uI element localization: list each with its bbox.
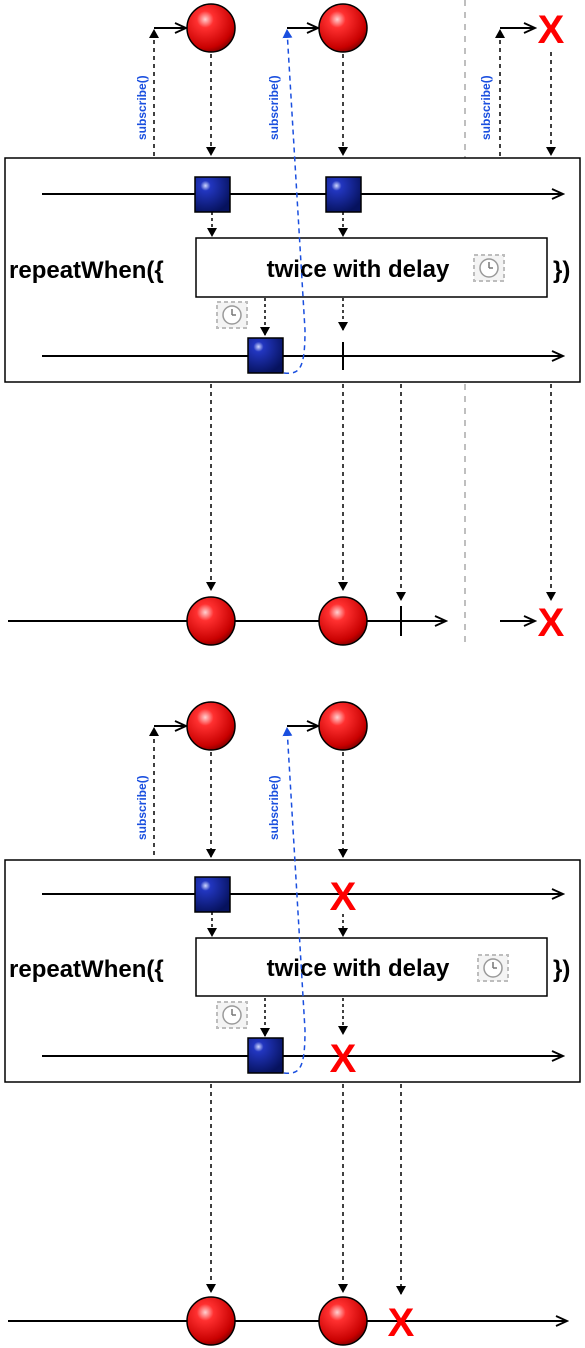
source-item-1 [186, 3, 236, 53]
operator-prefix: repeatWhen({ [9, 956, 164, 983]
clock-icon [473, 254, 505, 282]
operator-suffix: }) [553, 956, 570, 983]
completion-square-1 [194, 876, 231, 913]
clock-icon [216, 301, 248, 329]
subscribe-label-2: subscribe() [267, 775, 281, 840]
error-x-icon: X [538, 8, 565, 52]
operator-prefix: repeatWhen({ [9, 257, 164, 284]
notifier-square [247, 337, 284, 374]
operator-body-text: twice with delay [267, 955, 450, 982]
resubscribe-path [282, 727, 306, 1075]
completion-square-1 [194, 176, 231, 213]
panel-repeat-errors: subscribe() subscribe() X repeatWhen({ t… [4, 701, 581, 1346]
operator-body-text: twice with delay [267, 256, 450, 283]
error-x-icon: X [538, 601, 565, 645]
subscribe-label-3: subscribe() [479, 75, 493, 140]
operator-suffix: }) [553, 257, 570, 284]
output-item-1 [186, 596, 236, 646]
output-item-1 [186, 1296, 236, 1346]
subscribe-label-1: subscribe() [135, 75, 149, 140]
resubscribe-path [282, 29, 306, 375]
output-item-2 [318, 1296, 368, 1346]
subscribe-label-1: subscribe() [135, 775, 149, 840]
source-item-2 [318, 701, 368, 751]
error-x-icon: X [330, 1037, 357, 1081]
notifier-square [247, 1037, 284, 1074]
subscribe-label-2: subscribe() [267, 75, 281, 140]
source-item-2 [318, 3, 368, 53]
error-x-icon: X [388, 1301, 415, 1345]
output-item-2 [318, 596, 368, 646]
completion-square-2 [325, 176, 362, 213]
error-x-icon: X [330, 875, 357, 919]
clock-icon [216, 1001, 248, 1029]
panel-repeat-completes: X subscribe() subscribe() subscribe() re… [4, 0, 581, 646]
source-item-1 [186, 701, 236, 751]
clock-icon [477, 954, 509, 982]
